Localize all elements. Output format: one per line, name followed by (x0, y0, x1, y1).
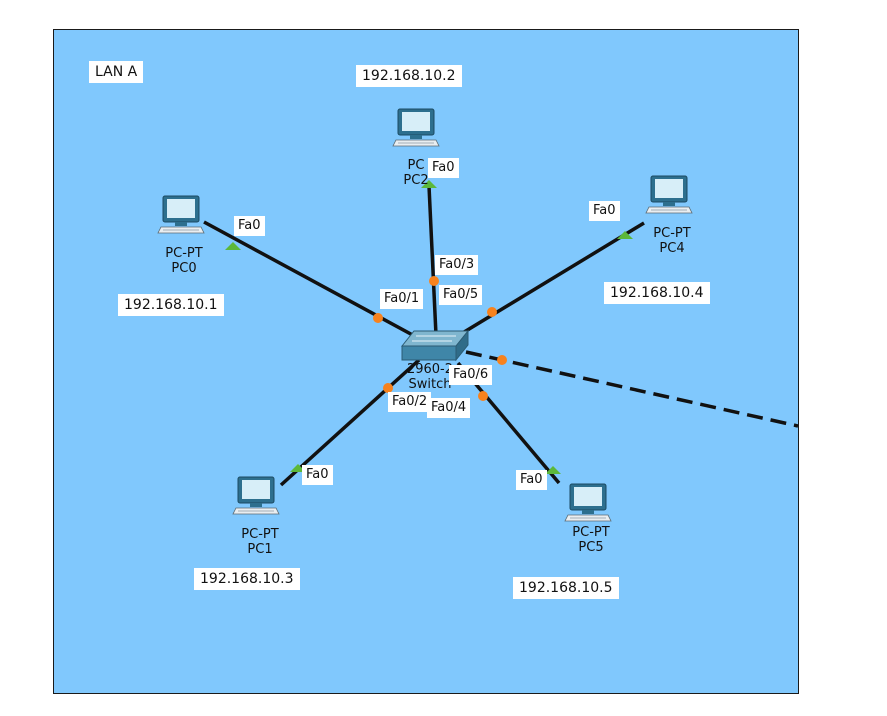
pc2-label: PC PC2 (403, 158, 428, 188)
link-pending-marker (383, 383, 393, 393)
pc0-port-label: Fa0 (234, 216, 265, 236)
link-pending-marker (373, 313, 383, 323)
pc4-ip-label: 192.168.10.4 (604, 282, 710, 304)
link-up-marker (617, 231, 633, 239)
pc4-model: PC-PT (653, 226, 691, 241)
pc1-model: PC-PT (241, 527, 279, 542)
pc0-model: PC-PT (165, 246, 203, 261)
pc0-name: PC0 (171, 261, 197, 276)
switch-port-fa0-4: Fa0/4 (427, 398, 471, 418)
switch-port-fa0-2: Fa0/2 (388, 392, 432, 412)
switch-port-fa0-5: Fa0/5 (439, 285, 483, 305)
pc0-label: PC-PT PC0 (165, 246, 202, 276)
pc1-computer-icon[interactable] (232, 476, 280, 515)
pc2-model: PC (407, 158, 425, 173)
link-pc2-switch[interactable] (427, 185, 438, 336)
lan-label[interactable]: LAN A (89, 61, 144, 83)
pc1-ip-label: 192.168.10.3 (194, 568, 300, 590)
pc0-ip-label: 192.168.10.1 (118, 294, 224, 316)
pc5-model: PC-PT (572, 525, 610, 540)
pc1-name: PC1 (247, 542, 273, 557)
switch-port-fa0-1: Fa0/1 (380, 289, 424, 309)
pc5-name: PC5 (578, 540, 604, 555)
switch-label: 2960-2 Switch (407, 362, 453, 392)
switch-model: 2960-2 (406, 362, 454, 377)
link-up-marker (225, 242, 241, 250)
switch-name: Switch (408, 377, 452, 392)
link-pending-marker (478, 391, 488, 401)
pc2-name: PC2 (403, 173, 429, 188)
link-up-marker (545, 466, 561, 474)
link-pending-marker (487, 307, 497, 317)
pc2-computer-icon[interactable] (392, 108, 440, 147)
switch-port-fa0-3: Fa0/3 (435, 255, 479, 275)
pc1-label: PC-PT PC1 (241, 527, 278, 557)
pc5-label: PC-PT PC5 (572, 525, 609, 555)
pc5-port-label: Fa0 (516, 470, 547, 490)
lan-a-workspace[interactable]: LAN A 192.168.10.2 PC PC2 Fa0 PC-PT PC0 … (53, 29, 799, 694)
pc2-port-label: Fa0 (428, 158, 459, 178)
switch-icon[interactable] (400, 329, 470, 362)
link-uplink-dashed[interactable] (465, 350, 798, 428)
pc1-port-label: Fa0 (302, 465, 333, 485)
switch-port-fa0-6: Fa0/6 (449, 365, 493, 385)
link-pending-marker (429, 276, 439, 286)
pc5-computer-icon[interactable] (564, 483, 612, 522)
pc0-computer-icon[interactable] (157, 195, 205, 234)
link-pc1-switch[interactable] (279, 358, 421, 487)
pc4-name: PC4 (659, 241, 685, 256)
link-up-marker (421, 180, 437, 188)
pc4-port-label: Fa0 (589, 201, 620, 221)
pc4-computer-icon[interactable] (645, 175, 693, 214)
link-pending-marker (497, 355, 507, 365)
pc4-label: PC-PT PC4 (653, 226, 690, 256)
link-pc4-switch[interactable] (445, 221, 645, 345)
topology-canvas (157, 108, 798, 522)
pc5-ip-label: 192.168.10.5 (513, 577, 619, 599)
link-pc0-switch[interactable] (203, 220, 421, 341)
pc2-ip-label: 192.168.10.2 (356, 65, 462, 87)
